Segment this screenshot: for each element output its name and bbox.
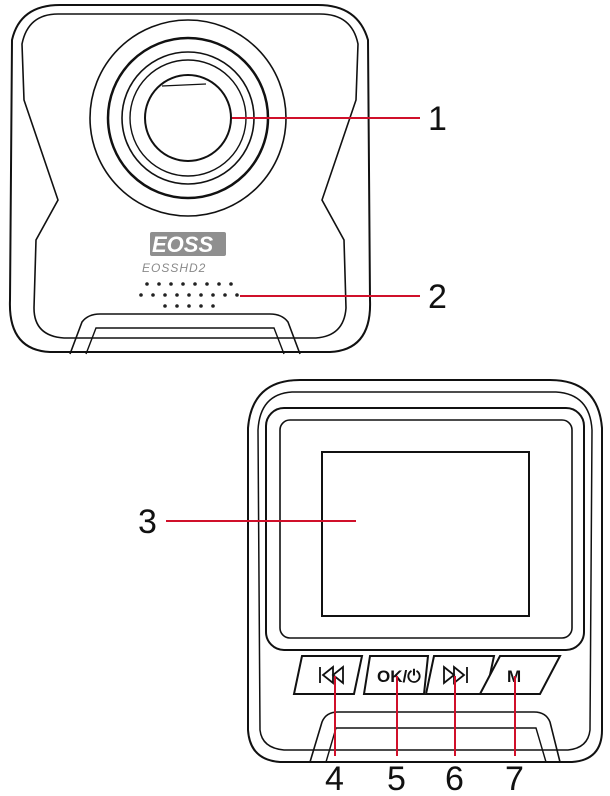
front-body-outer [8, 4, 372, 353]
front-view [8, 4, 372, 355]
back-body-outer [247, 379, 603, 763]
callout-number-4: 4 [325, 760, 344, 796]
front-logo: EOSS EOSSHD2 [142, 232, 226, 275]
skip-back-icon [319, 665, 344, 685]
screen-frame-inner [279, 419, 573, 639]
front-bottom-tab [69, 313, 301, 355]
screen-frame-outer [265, 407, 585, 651]
callout-number-3: 3 [138, 503, 157, 541]
front-body-inner [21, 13, 359, 339]
lcd-screen [321, 451, 530, 617]
lens-highlight [161, 83, 207, 87]
callout-number-2: 2 [428, 278, 447, 316]
ok-power-label: OK/⏻ [377, 667, 421, 686]
callout-number-6: 6 [445, 760, 464, 796]
logo-badge [150, 232, 226, 256]
model-logo-text: EOSSHD2 [142, 261, 206, 275]
brand-logo-text: EOSS [152, 232, 213, 257]
back-bottom-tab-inner [325, 727, 547, 763]
ok-power-button[interactable]: OK/⏻ [362, 655, 430, 695]
skip-forward-icon [443, 665, 468, 685]
control-buttons: OK/⏻ M [292, 655, 562, 695]
callout-number-1: 1 [428, 100, 447, 138]
back-body-inner [257, 391, 593, 751]
callout-number-5: 5 [387, 760, 406, 796]
back-bottom-tab [309, 711, 561, 763]
callout-number-7: 7 [505, 760, 524, 796]
speaker-grille [139, 282, 239, 308]
previous-button[interactable] [292, 655, 364, 695]
front-bottom-tab-inner [85, 327, 285, 355]
lens-glass [144, 74, 232, 162]
mode-button[interactable]: M [478, 655, 562, 695]
lens-ring-4 [129, 59, 247, 177]
back-view [247, 379, 603, 763]
next-button[interactable] [424, 655, 496, 695]
